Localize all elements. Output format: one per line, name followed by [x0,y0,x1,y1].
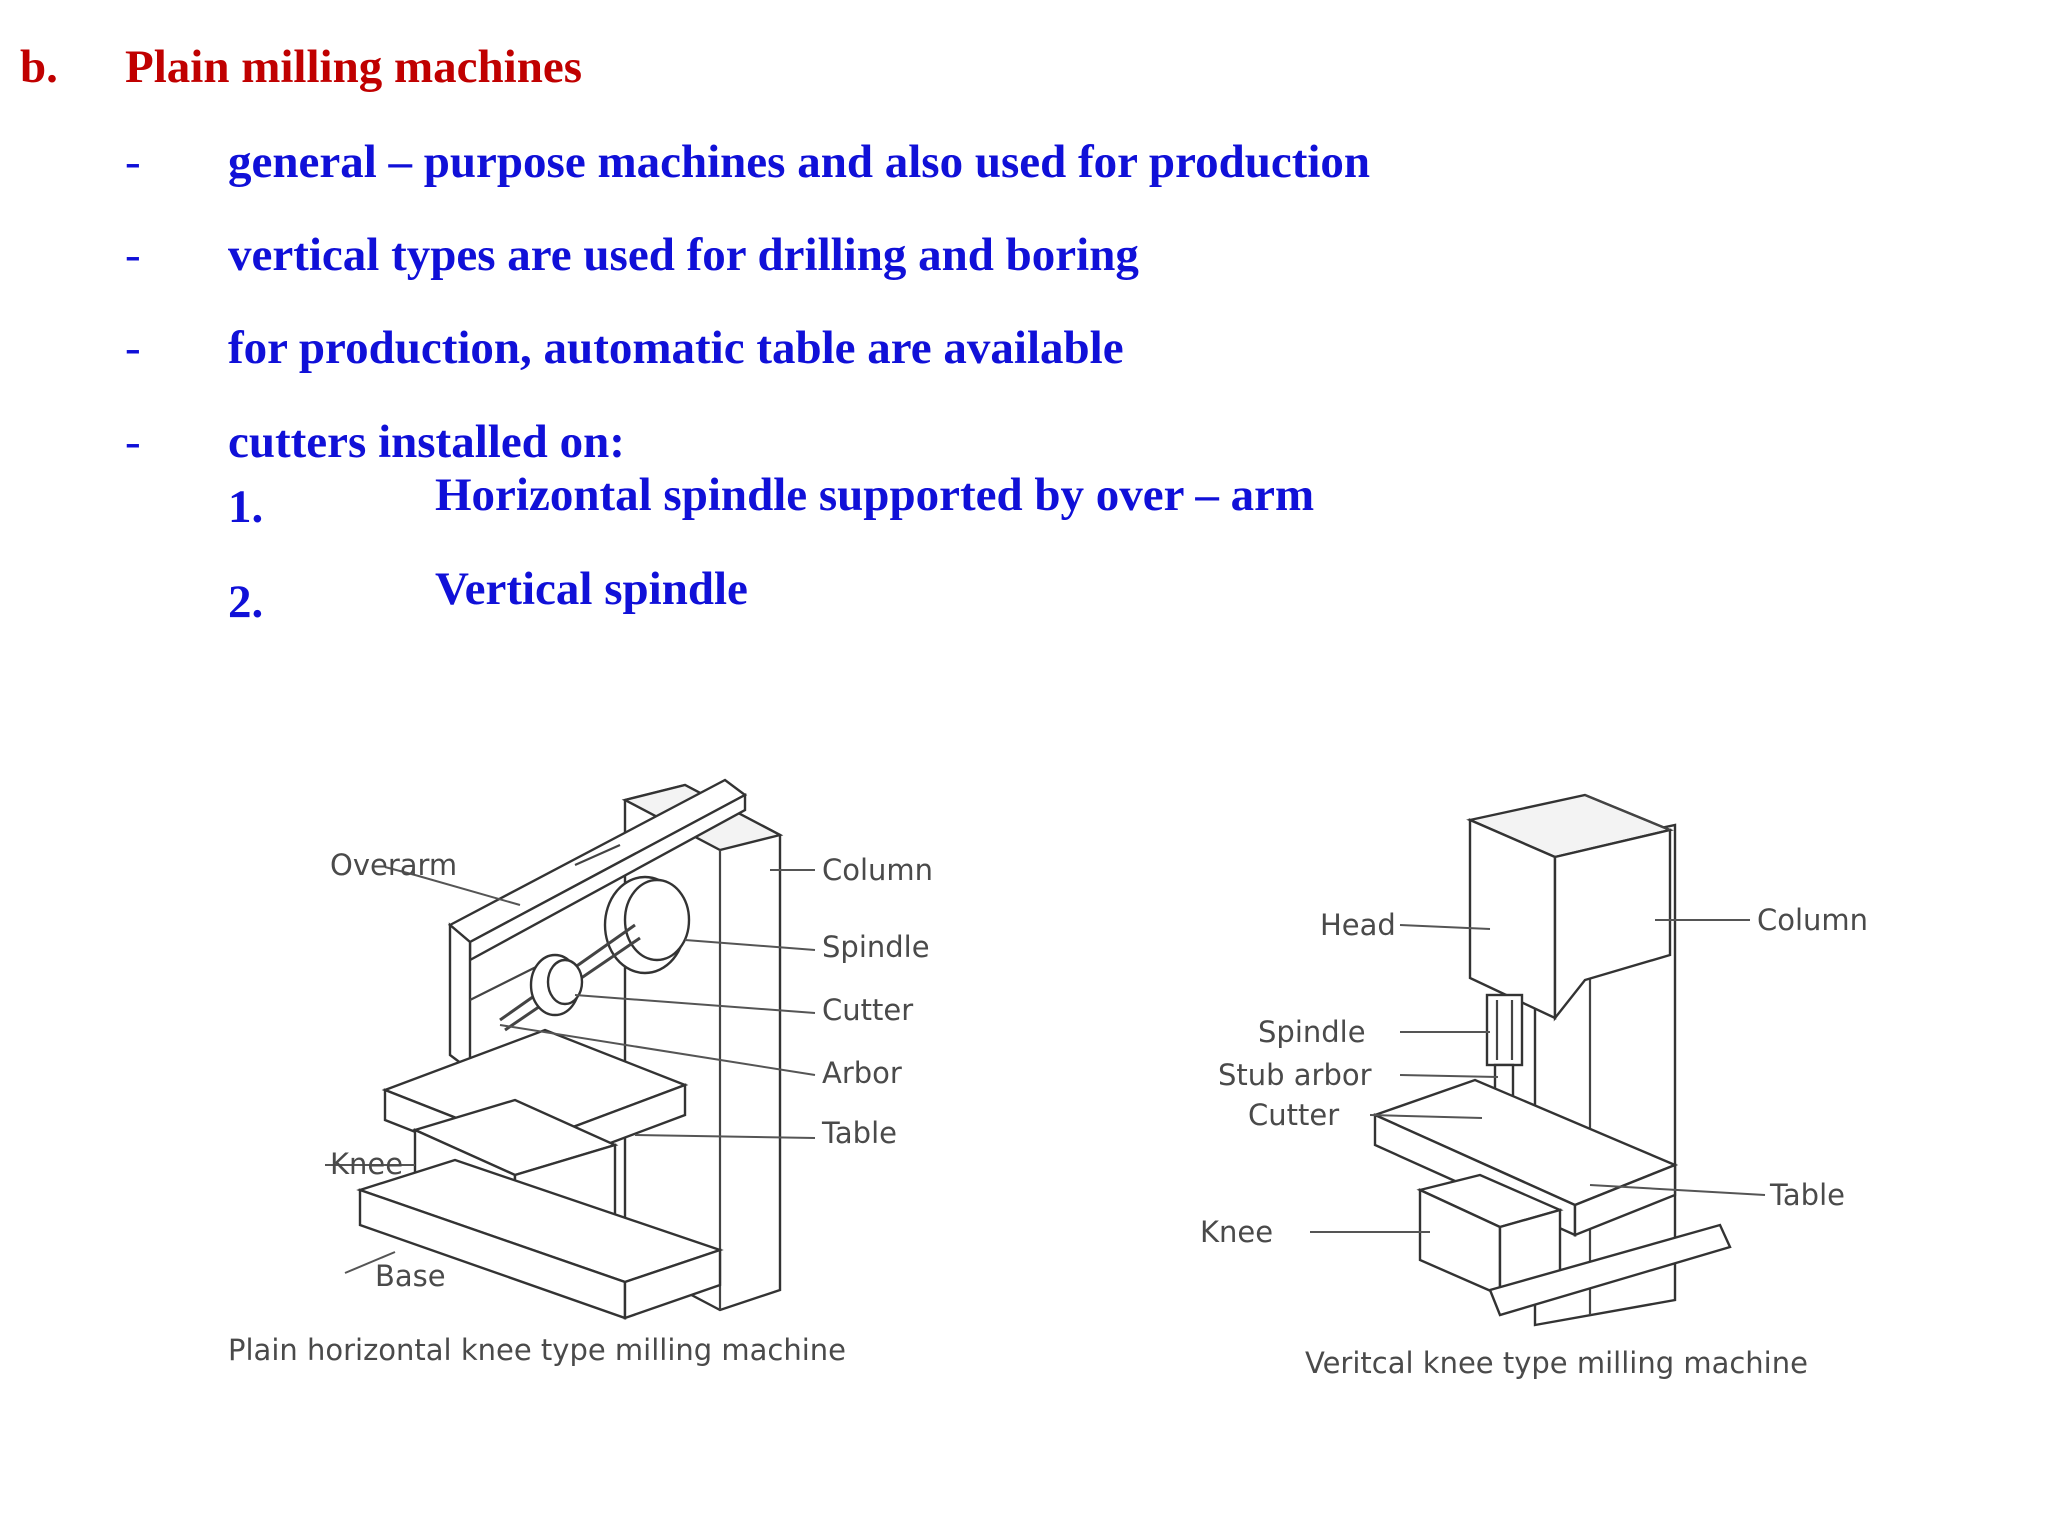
horizontal-milling-machine-figure: Overarm Column Spindle Cutter Arbor Tabl… [228,778,933,1367]
sub-item-number: 2. [228,576,264,628]
figure-caption: Veritcal knee type milling machine [1305,1346,1808,1380]
slide-title: Plain milling machines [125,41,582,93]
bullet-text: general – purpose machines and also used… [228,136,1371,188]
bullet-dash: - [125,322,141,374]
label-column: Column [822,853,933,887]
sub-item-text: Horizontal spindle supported by over – a… [435,469,1315,521]
bullet-text: for production, automatic table are avai… [228,322,1124,374]
label-knee: Knee [330,1147,403,1181]
sub-item-text: Vertical spindle [435,563,748,615]
label-spindle: Spindle [822,930,930,964]
label-cutter: Cutter [1248,1098,1339,1132]
bullet-dash: - [125,136,141,188]
label-knee: Knee [1200,1215,1273,1249]
sub-item-number: 1. [228,481,264,533]
label-stub-arbor: Stub arbor [1218,1058,1372,1092]
bullet-text: vertical types are used for drilling and… [228,229,1139,281]
section-marker: b. [20,41,58,93]
label-arbor: Arbor [822,1056,902,1090]
label-base: Base [375,1259,446,1293]
bullet-dash: - [125,416,141,468]
label-overarm: Overarm [330,848,457,882]
vertical-milling-machine-figure: Head Column Spindle Stub arbor Cutter Ta… [1200,793,1868,1380]
spindle-shape [1485,993,1524,1067]
base-shape [1488,1223,1732,1317]
label-spindle: Spindle [1258,1015,1366,1049]
label-cutter: Cutter [822,993,913,1027]
bullet-text: cutters installed on: [228,416,625,468]
label-column: Column [1757,903,1868,937]
figure-caption: Plain horizontal knee type milling machi… [228,1333,846,1367]
bullet-dash: - [125,229,141,281]
label-head: Head [1320,908,1396,942]
label-table: Table [821,1116,897,1150]
label-table: Table [1769,1178,1845,1212]
